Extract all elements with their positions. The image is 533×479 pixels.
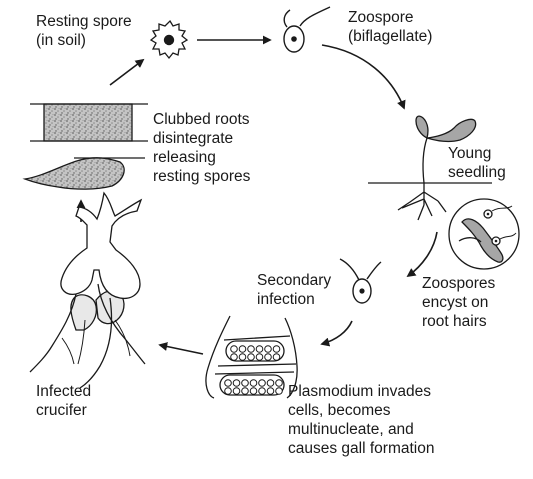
plasmodium-nucleus <box>272 345 281 353</box>
arrow-encyst-to-plasmodium <box>320 320 353 347</box>
plasmodium-nucleus <box>247 345 255 353</box>
label-clubbed-roots-line-1: Clubbed roots <box>153 111 250 128</box>
plasmodium-nucleus <box>272 353 281 361</box>
clubbed-roots-illustration <box>22 103 148 190</box>
plasmodium-nucleus <box>238 345 247 353</box>
label-young-seedling-line-2: seedling <box>448 164 506 181</box>
label-resting-spore-line-1: Resting spore <box>36 13 132 30</box>
plasmodium-nucleus <box>232 387 241 395</box>
arrow-plasmodium-to-infected <box>158 342 204 355</box>
plasmodium-nucleus <box>230 353 238 361</box>
label-zoospores-encyst-line-1: Zoospores <box>422 275 496 292</box>
plasmodium-cells-illustration <box>205 315 298 399</box>
label-secondary-infection: Secondary infection <box>257 271 331 309</box>
plasmodium-nucleus <box>255 345 264 353</box>
label-zoospore: Zoospore (biflagellate) <box>348 8 432 46</box>
label-plasmodium-line-1: Plasmodium invades <box>288 383 432 400</box>
plasmodium-nucleus <box>266 379 275 387</box>
resting-spore-illustration <box>149 19 189 60</box>
label-plasmodium: Plasmodium invades cells, becomes multin… <box>288 382 434 458</box>
plasmodium-nucleus <box>264 353 272 361</box>
label-zoospores-encyst-line-2: encyst on <box>422 294 489 311</box>
plasmodium-nucleus <box>230 345 238 353</box>
label-plasmodium-line-4: causes gall formation <box>288 440 435 457</box>
label-clubbed-roots-line-3: releasing <box>153 149 216 166</box>
label-secondary-infection-line-2: infection <box>257 291 315 308</box>
label-young-seedling: Young seedling <box>448 144 506 182</box>
arrow-zoospore-to-seedling <box>321 44 406 110</box>
label-zoospore-line-2: (biflagellate) <box>348 28 433 45</box>
plasmodium-nucleus <box>249 379 258 387</box>
label-infected-crucifer-line-1: Infected <box>36 383 92 400</box>
label-clubbed-roots-line-4: resting spores <box>153 168 251 185</box>
zoospore-illustration <box>283 6 331 53</box>
label-zoospores-encyst-line-3: root hairs <box>422 313 487 330</box>
label-young-seedling-line-1: Young <box>448 145 492 162</box>
label-zoospore-line-1: Zoospore <box>348 9 414 26</box>
plasmodium-nucleus <box>258 387 266 395</box>
plasmodium-nucleus <box>232 379 241 387</box>
label-clubbed-roots: Clubbed roots disintegrate releasing res… <box>153 110 250 186</box>
label-zoospores-encyst: Zoospores encyst on root hairs <box>422 274 495 331</box>
label-resting-spore: Resting spore (in soil) <box>36 12 132 50</box>
plasmodium-nucleus <box>266 387 275 395</box>
plasmodium-nucleus <box>264 345 272 353</box>
plasmodium-nucleus <box>224 387 232 395</box>
plasmodium-nucleus <box>275 379 283 387</box>
plasmodium-nucleus <box>241 387 249 395</box>
label-resting-spore-line-2: (in soil) <box>36 32 86 49</box>
label-plasmodium-line-2: cells, becomes <box>288 402 391 419</box>
infected-crucifer-illustration <box>29 191 146 389</box>
plasmodium-nucleus <box>224 379 232 387</box>
label-infected-crucifer: Infected crucifer <box>36 382 91 420</box>
plasmodium-nucleus <box>241 379 249 387</box>
secondary-zoospore-illustration <box>339 258 382 304</box>
label-infected-crucifer-line-2: crucifer <box>36 402 87 419</box>
plasmodium-nucleus <box>247 353 255 361</box>
plasmodium-nucleus <box>249 387 258 395</box>
label-plasmodium-line-3: multinucleate, and <box>288 421 414 438</box>
label-clubbed-roots-line-2: disintegrate <box>153 130 234 147</box>
arrow-seedling-to-encyst <box>406 231 438 278</box>
plasmodium-nucleus <box>258 379 266 387</box>
arrow-clubbed-to-spore <box>109 58 145 86</box>
young-seedling-illustration <box>368 115 492 221</box>
plasmodium-nucleus <box>238 353 247 361</box>
plasmodium-nucleus <box>255 353 264 361</box>
root-hair-inset-illustration <box>448 198 520 270</box>
label-secondary-infection-line-1: Secondary <box>257 272 332 289</box>
plasmodium-nucleus <box>275 387 283 395</box>
